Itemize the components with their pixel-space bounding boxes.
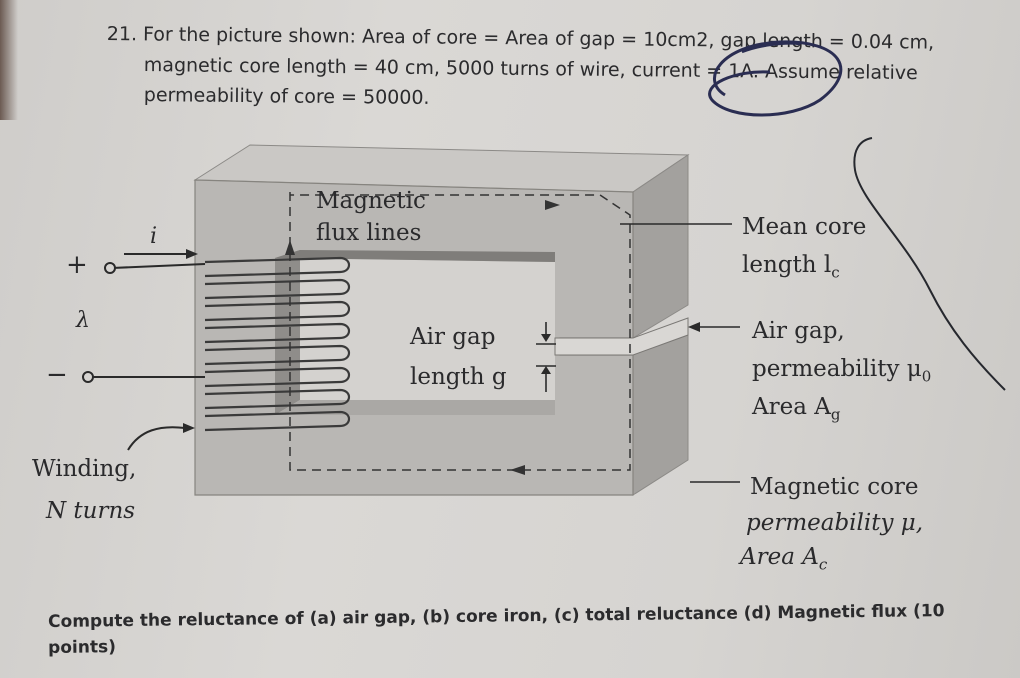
task-line-2: points) — [48, 637, 117, 658]
winding-coils — [204, 256, 351, 432]
core-window-back — [275, 258, 555, 415]
flux-label-line-2: flux lines — [316, 220, 422, 246]
current-symbol: i — [150, 224, 158, 249]
core-label-line-2: permeability μ, — [746, 510, 924, 536]
flux-lines-loop — [289, 192, 631, 471]
minus-terminal-symbol: − — [46, 360, 68, 390]
air-gap-slot — [554, 317, 689, 356]
air-gap-center-line-2: length g — [410, 364, 507, 390]
gap-arrow-bottom-head — [541, 366, 551, 374]
winding-label-line-1: Winding, — [32, 456, 137, 482]
air-gap-right-line-3: Area Ag — [752, 394, 841, 424]
handwritten-bracket — [853, 137, 1006, 391]
lead-top — [111, 263, 206, 269]
flux-label-line-1: Magnetic — [316, 188, 426, 214]
gap-arrow-top-head — [541, 334, 551, 342]
air-gap-right-line-1: Air gap, — [752, 318, 845, 344]
handwritten-circle — [708, 40, 843, 117]
core-label-line-3: Area Ac — [740, 544, 828, 574]
mean-core-label-line-1: Mean core — [742, 214, 867, 240]
flux-arrow-top — [545, 200, 560, 210]
flux-arrow-left — [285, 240, 295, 255]
winding-label-line-2: N turns — [46, 498, 136, 524]
core-window-left-wall — [275, 250, 300, 415]
plus-terminal-symbol: + — [66, 250, 88, 280]
core-right-face-lower — [632, 334, 689, 496]
winding-pointer — [127, 426, 186, 451]
current-arrow-head — [186, 249, 198, 259]
air-gap-leader-head — [688, 322, 700, 332]
core-label-line-1: Magnetic core — [750, 474, 919, 500]
mean-core-label-line-2: length lc — [742, 252, 840, 282]
terminal-minus-circle — [82, 371, 94, 383]
handwritten-strike — [741, 42, 801, 54]
flux-arrow-bottom — [510, 465, 525, 475]
flux-linkage-symbol: λ — [76, 308, 90, 333]
winding-pointer-head — [183, 423, 195, 433]
air-gap-center-line-1: Air gap — [410, 324, 496, 350]
air-gap-right-line-2: permeability μ0 — [752, 356, 932, 386]
photo-edge-shadow — [0, 0, 18, 120]
terminal-plus-circle — [104, 262, 116, 274]
